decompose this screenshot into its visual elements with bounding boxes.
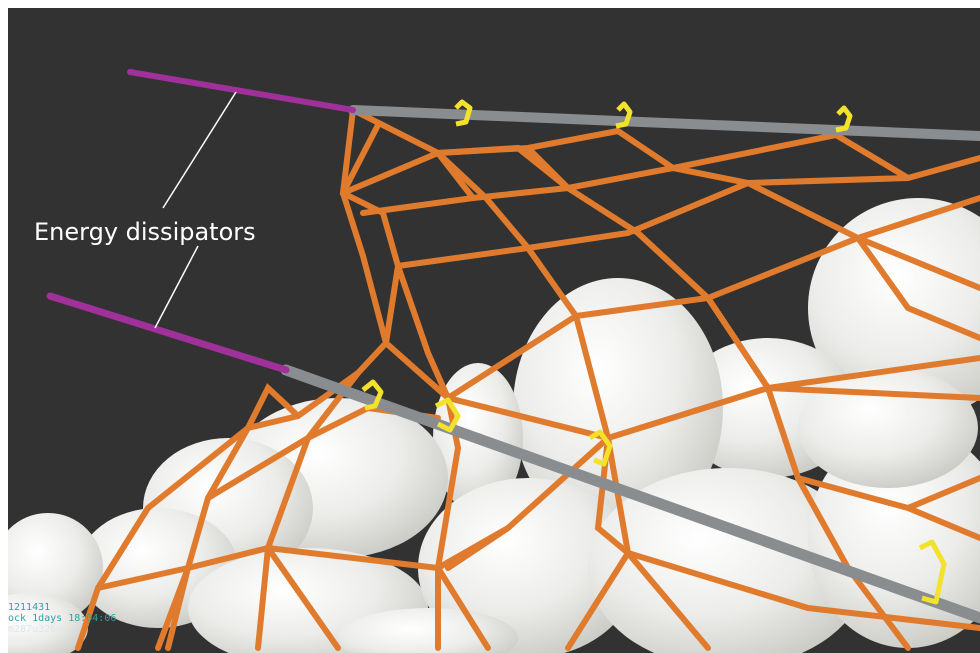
boulders <box>8 198 980 653</box>
clamp <box>434 397 461 433</box>
status-line: m287u326n <box>8 624 63 635</box>
scene-canvas[interactable] <box>8 8 980 653</box>
3d-viewport[interactable]: Energy dissipators 1211431 ock 1days 18:… <box>8 8 980 653</box>
support-cables <box>280 105 980 624</box>
energy-dissipator-upper <box>127 69 356 113</box>
clamp <box>835 105 853 133</box>
status-readout: 1211431 ock 1days 18:04:06 m287u326n <box>8 602 116 635</box>
energy-dissipator-lower <box>46 292 290 374</box>
status-line: 1211431 <box>8 602 51 613</box>
cable-clamps <box>361 99 947 605</box>
clamp <box>454 99 473 127</box>
support-cable-upper <box>348 105 980 141</box>
support-cable-lower <box>280 364 980 624</box>
clamp <box>588 429 613 467</box>
status-line: ock 1days 18:04:06 <box>8 613 117 624</box>
callout-leaders <box>154 91 237 329</box>
clamp <box>361 379 384 411</box>
clamp <box>615 101 633 129</box>
energy-dissipators <box>46 69 356 374</box>
clamp <box>918 539 947 605</box>
callout-label: Energy dissipators <box>34 218 256 246</box>
